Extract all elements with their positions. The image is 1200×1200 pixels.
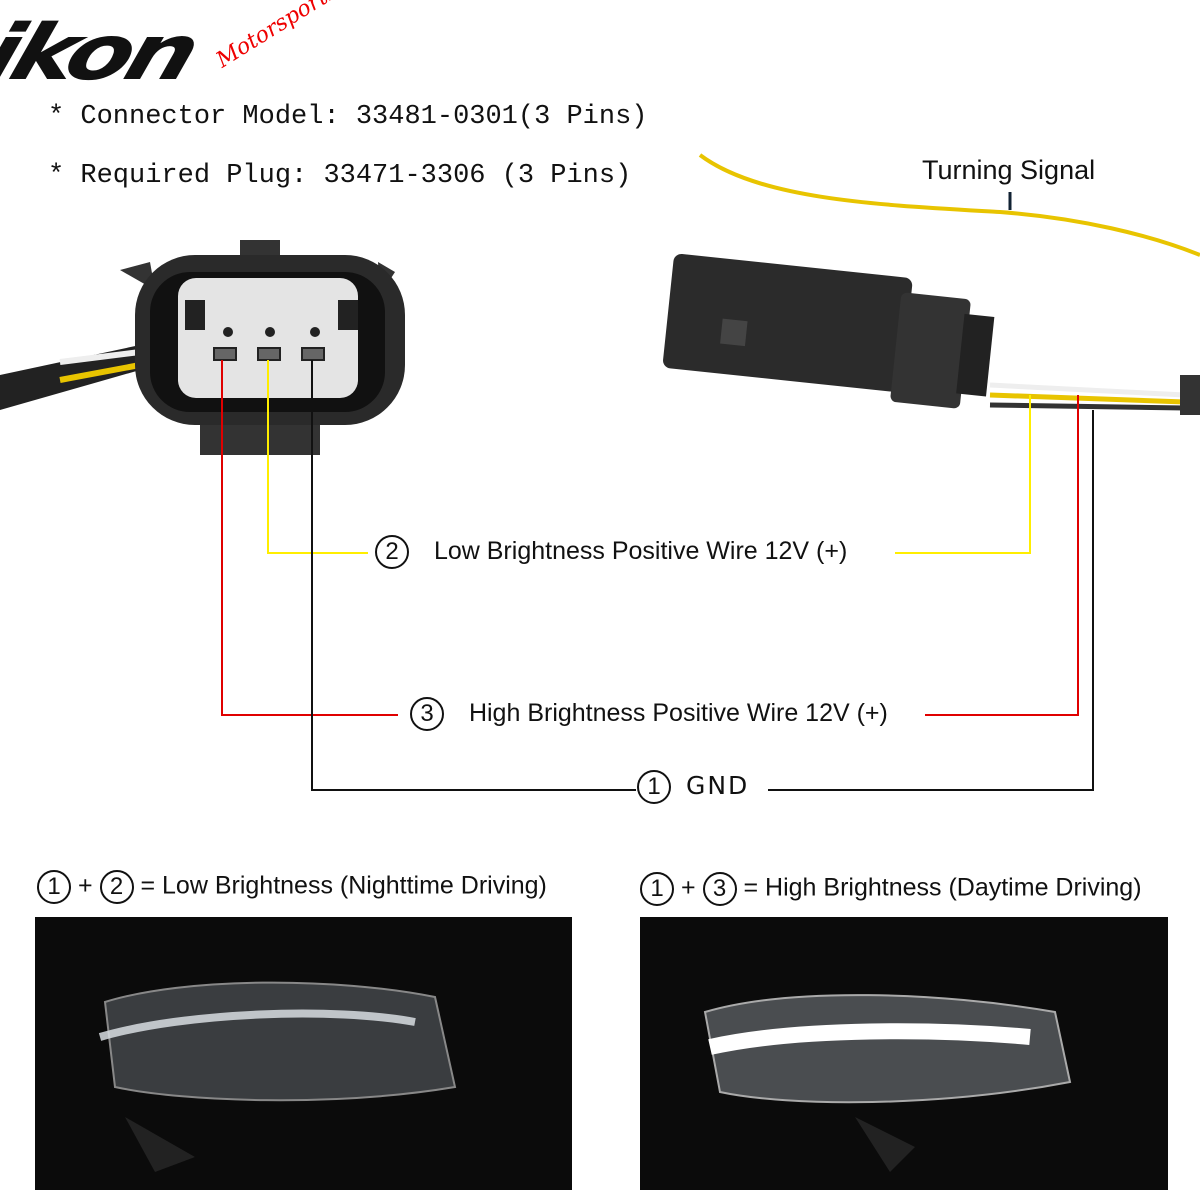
high-brightness-wire-left <box>221 360 398 716</box>
turning-signal-label: Turning Signal <box>922 155 1096 185</box>
pin-number-2: 2 <box>99 870 134 904</box>
gnd-label: GND <box>685 770 750 800</box>
pin-number-1: 1 <box>37 870 71 904</box>
wiring-diagram <box>0 153 1200 791</box>
high-brightness-label: High Brightness Positive Wire 12V (+) <box>468 698 888 727</box>
mode-label: Low Brightness (Nighttime Driving) <box>162 871 547 900</box>
wire-label-gnd: 1 GND <box>637 770 749 804</box>
wire-label-high: 3 High Brightness Positive Wire 12V (+) <box>410 697 888 731</box>
pin-number-2: 2 <box>375 535 409 569</box>
pin-number-1: 1 <box>637 770 671 804</box>
equals-sign: = <box>140 871 156 900</box>
equals-sign: = <box>743 873 759 902</box>
pin-number-1: 1 <box>640 872 674 906</box>
low-brightness-wire-left <box>267 360 368 554</box>
left-connector <box>0 240 405 455</box>
right-connector <box>663 253 995 409</box>
gnd-wire-left <box>311 360 636 791</box>
wire-label-low: 2 Low Brightness Positive Wire 12V (+) <box>375 535 847 569</box>
turning-signal-wire <box>698 153 1200 257</box>
low-brightness-label: Low Brightness Positive Wire 12V (+) <box>433 536 848 565</box>
plus-sign: + <box>680 873 696 902</box>
gnd-wire-right <box>768 410 1094 791</box>
low-brightness-photo <box>35 917 572 1190</box>
mode-label: High Brightness (Daytime Driving) <box>765 873 1142 902</box>
connector-model-text: * Connector Model: 33481-0301(3 Pins) <box>48 102 648 132</box>
mode-high-caption: 1 + 3 = High Brightness (Daytime Driving… <box>640 872 1142 906</box>
high-brightness-photo <box>640 917 1168 1190</box>
pin-number-3: 3 <box>410 697 444 731</box>
pin-number-3: 3 <box>702 872 737 906</box>
high-brightness-wire-right <box>925 395 1079 716</box>
required-plug-text: * Required Plug: 33471-3306 (3 Pins) <box>48 161 632 191</box>
mode-low-caption: 1 + 2 = Low Brightness (Nighttime Drivin… <box>37 870 547 904</box>
low-brightness-wire-right <box>895 395 1031 554</box>
plus-sign: + <box>77 871 93 900</box>
